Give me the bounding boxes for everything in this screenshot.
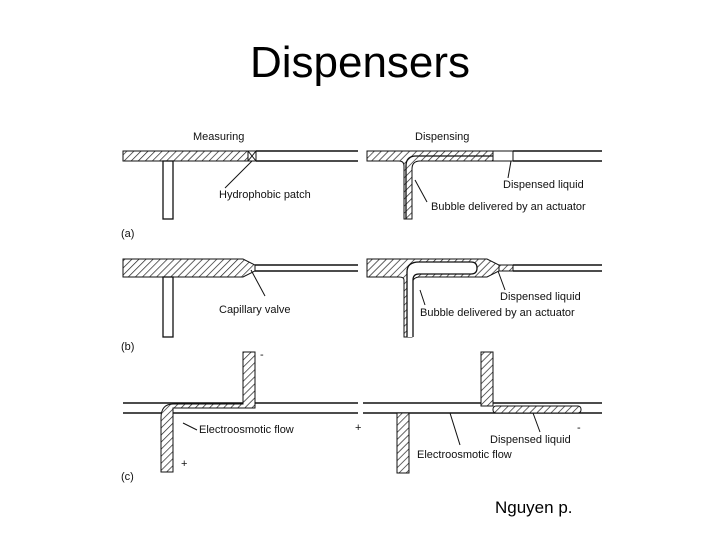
label-electroosmotic-flow-left: Electroosmotic flow bbox=[199, 424, 294, 436]
label-dispensed-liquid-c: Dispensed liquid bbox=[490, 434, 571, 446]
panel-tag-b: (b) bbox=[121, 341, 134, 353]
dispenser-figure: Measuring Hydrophobic patch Dispensing D… bbox=[115, 120, 610, 490]
author-credit: Nguyen p. bbox=[495, 498, 573, 517]
panel-tag-c: (c) bbox=[121, 471, 134, 483]
panel-a: Measuring Hydrophobic patch Dispensing D… bbox=[121, 131, 602, 240]
sign-minus-right: - bbox=[577, 422, 581, 434]
label-dispensed-liquid-b: Dispensed liquid bbox=[500, 291, 581, 303]
label-bubble-b: Bubble delivered by an actuator bbox=[420, 307, 575, 319]
panel-tag-a: (a) bbox=[121, 228, 134, 240]
sign-minus-left: - bbox=[260, 349, 264, 361]
vertical-column bbox=[396, 412, 410, 474]
vertical-column bbox=[480, 351, 494, 407]
label-dispensed-liquid-a: Dispensed liquid bbox=[503, 179, 584, 191]
label-bubble-a: Bubble delivered by an actuator bbox=[431, 201, 586, 213]
sign-plus-left: + bbox=[181, 458, 187, 470]
label-hydrophobic-patch: Hydrophobic patch bbox=[219, 189, 311, 201]
inlet-channel bbox=[162, 160, 174, 220]
dispensed-liquid-drop bbox=[492, 150, 514, 162]
liquid-column bbox=[122, 258, 256, 278]
label-dispensing: Dispensing bbox=[415, 131, 469, 143]
panel-b: Capillary valve Dispensed liquid Bubble … bbox=[121, 258, 602, 353]
panel-c: - + Electroosmotic flow + - Dispensed li… bbox=[121, 349, 602, 483]
bubble bbox=[406, 261, 478, 337]
inlet-channel bbox=[162, 276, 174, 338]
slide-title: Dispensers bbox=[249, 38, 471, 87]
dispenser-diagram: Measuring Hydrophobic patch Dispensing D… bbox=[121, 131, 602, 483]
liquid-path bbox=[160, 351, 256, 473]
sign-plus-right: + bbox=[355, 422, 361, 434]
label-measuring: Measuring bbox=[193, 131, 244, 143]
liquid-column bbox=[122, 150, 249, 162]
dispensed-liquid-drop bbox=[492, 405, 582, 414]
label-capillary-valve: Capillary valve bbox=[219, 304, 291, 316]
label-electroosmotic-flow-right: Electroosmotic flow bbox=[417, 449, 512, 461]
